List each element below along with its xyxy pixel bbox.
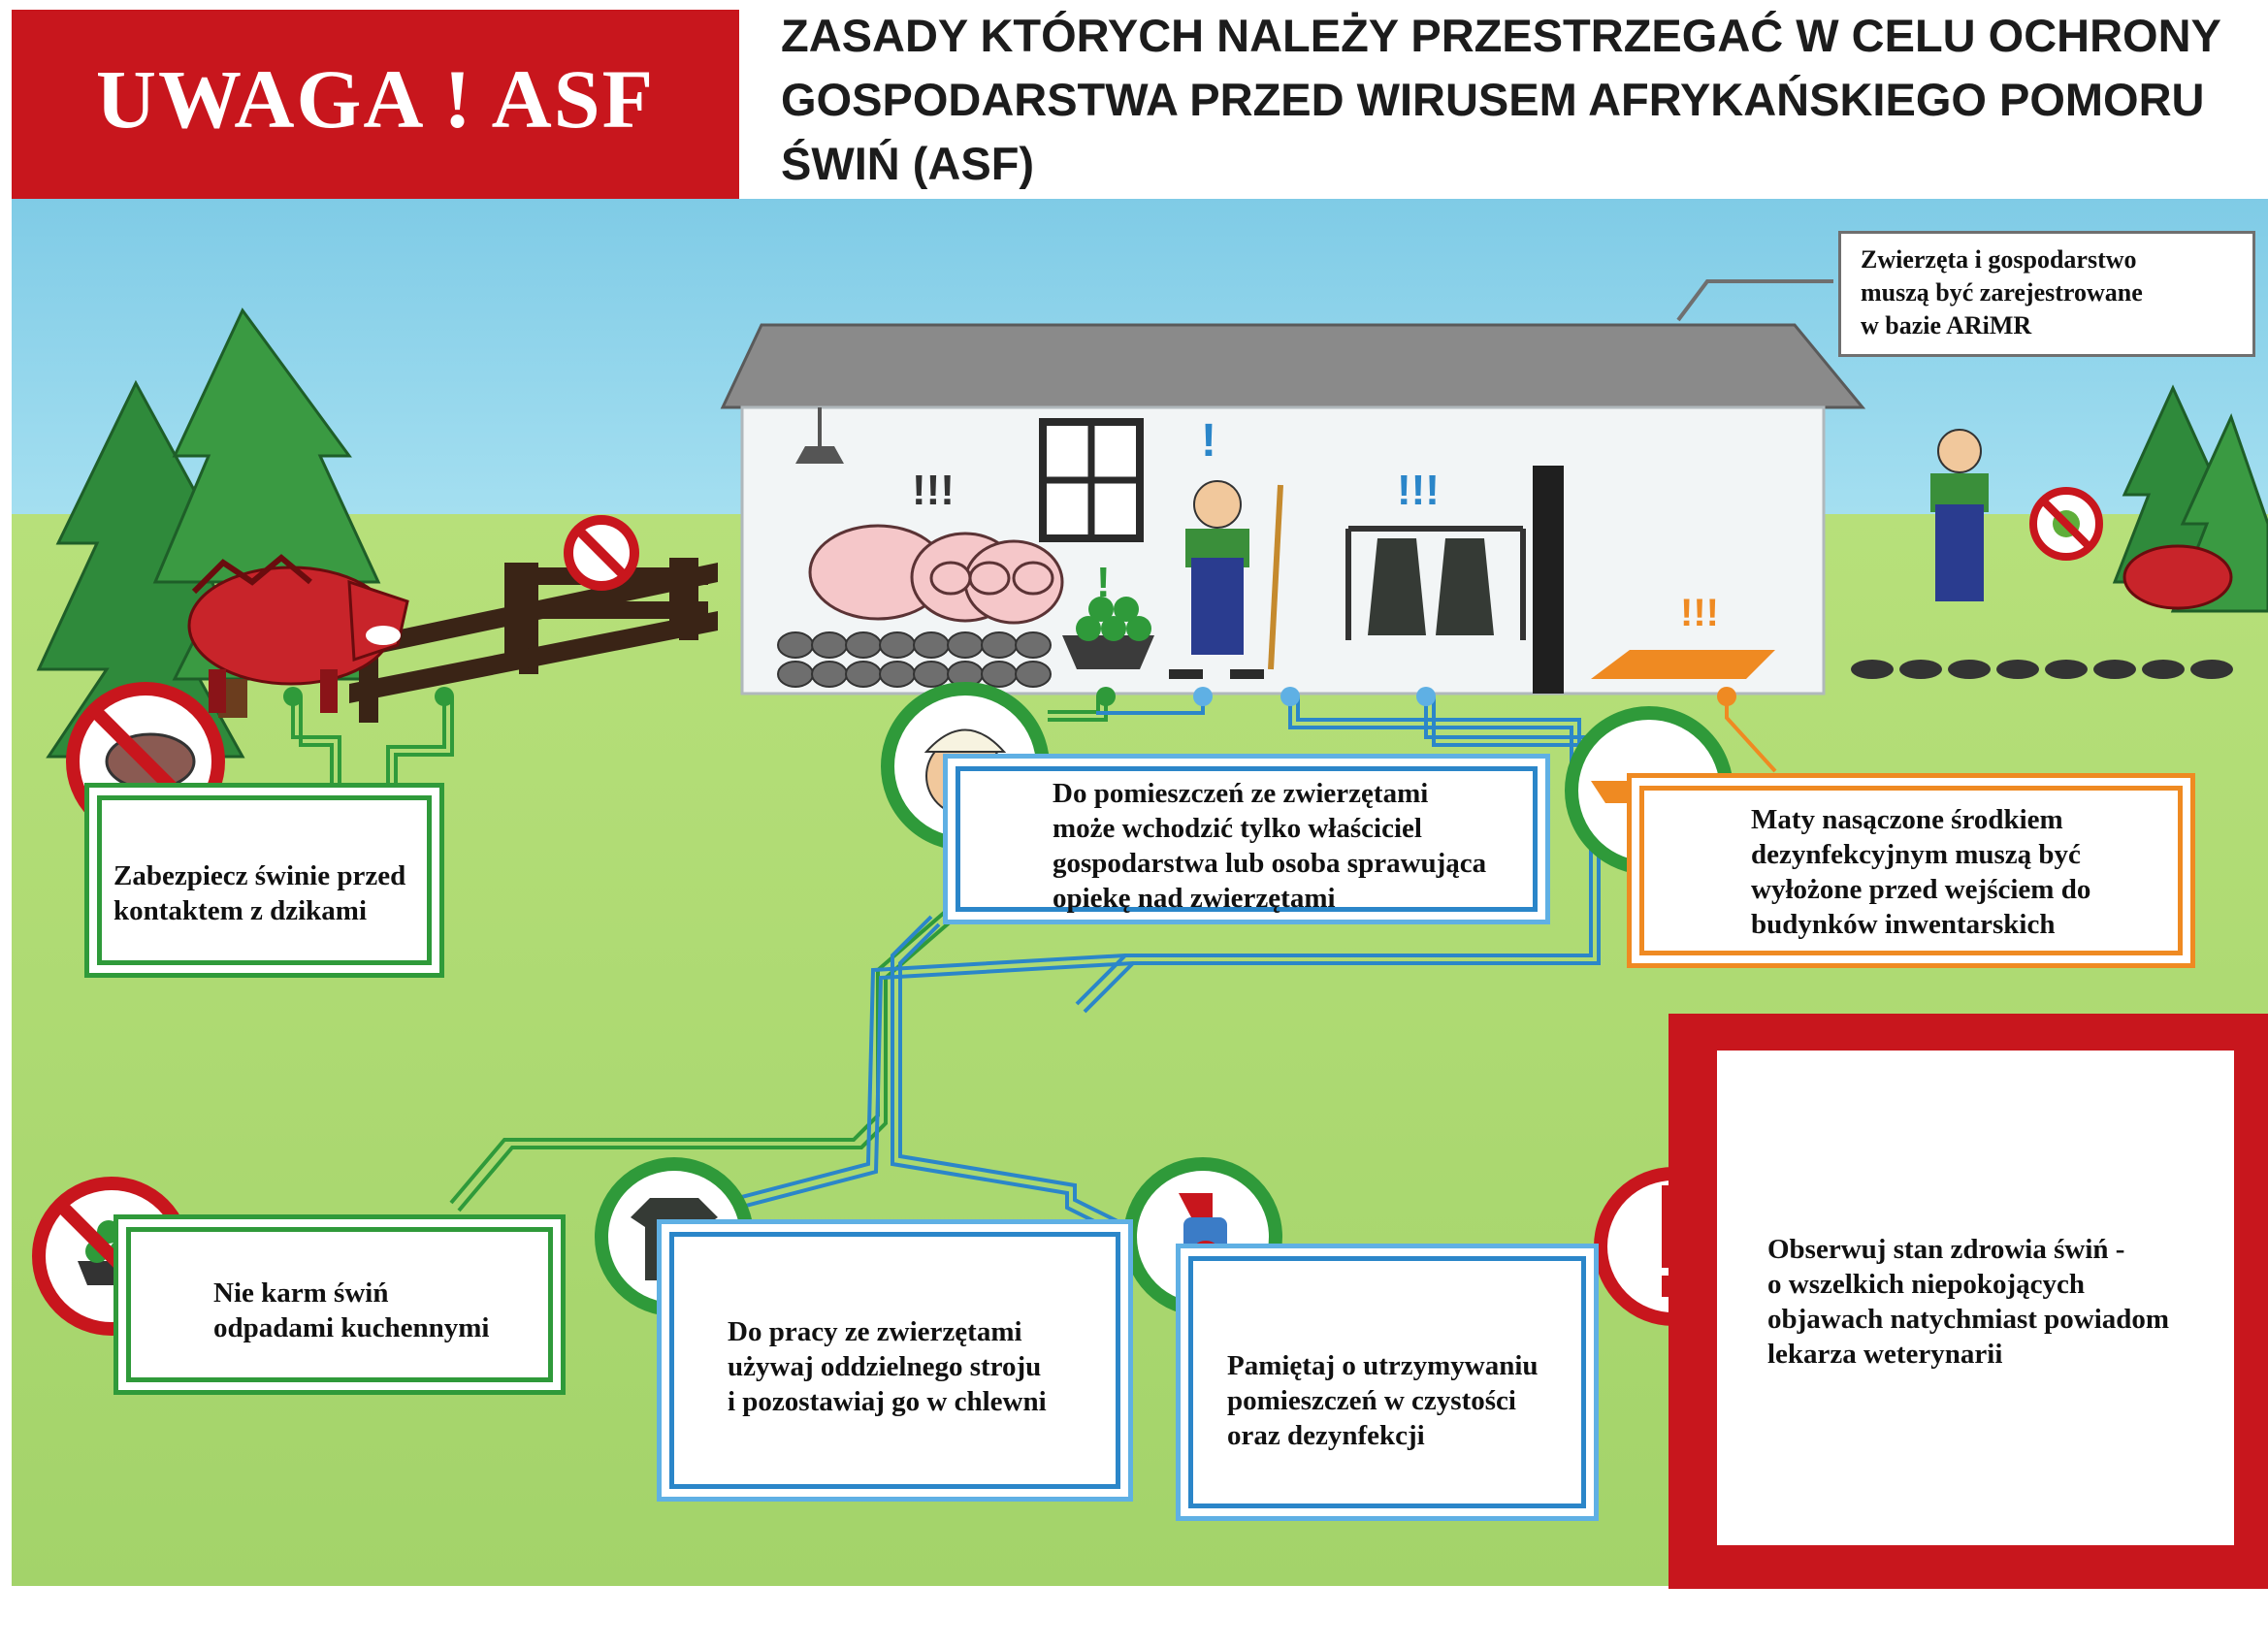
feed-bowl — [1062, 597, 1154, 669]
exclaim-bowl: ! — [1096, 559, 1111, 606]
rule-cleaning-line-1: Pamiętaj o utrzymywaniu — [1227, 1350, 1539, 1381]
stones-right — [1851, 660, 2233, 679]
rule-health-line-4: lekarza weterynarii — [1767, 1339, 2003, 1370]
farmer-figure — [1169, 480, 1283, 679]
page-title-line-2: GOSPODARSTWA PRZED WIRUSEM AFRYKAŃSKIEGO… — [781, 74, 2205, 125]
rule-kitchen-line-1: Nie karm świń — [213, 1277, 389, 1309]
disinfection-mat — [1591, 650, 1775, 679]
rule-clothes-line-1: Do pracy ze zwierzętami — [728, 1316, 1022, 1347]
rule-kitchen-line-2: odpadami kuchennymi — [213, 1312, 490, 1343]
no-virus-icon — [2029, 487, 2103, 561]
rule-health-panel — [1717, 1051, 2234, 1545]
rule-health-line-1: Obserwuj stan zdrowia świń - — [1767, 1234, 2125, 1265]
page-title-line-1: ZASADY KTÓRYCH NALEŻY PRZESTRZEGAĆ W CEL… — [781, 10, 2221, 61]
exclaim-pigs: !!! — [912, 467, 955, 514]
rule-owner-line-4: opiekę nad zwierzętami — [1053, 883, 1336, 914]
rule-clothes-line-3: i pozostawiaj go w chlewni — [728, 1386, 1047, 1417]
exclaim-clothes: !!! — [1397, 467, 1440, 514]
rule-mats-line-4: budynków inwentarskich — [1751, 909, 2056, 940]
rule-mats: Maty nasączone środkiem dezynfekcyjnym m… — [1639, 786, 2183, 955]
boar-right — [2122, 544, 2233, 610]
rule-mats-line-2: dezynfekcyjnym muszą być — [1751, 839, 2081, 870]
no-entry-icon — [564, 515, 639, 591]
rule-cleaning-line-2: pomieszczeń w czystości — [1227, 1385, 1516, 1416]
rule-clothes: Do pracy ze zwierzętami używaj oddzielne… — [669, 1232, 1120, 1489]
rule-health-line-2: o wszelkich niepokojących — [1767, 1269, 2086, 1300]
rule-cleaning-line-3: oraz dezynfekcji — [1227, 1420, 1425, 1451]
rule-clothes-line-2: używaj oddzielnego stroju — [728, 1351, 1042, 1382]
rule-health-line-3: objawach natychmiast powiadom — [1767, 1304, 2170, 1335]
rule-health: Obserwuj stan zdrowia świń - o wszelkich… — [1767, 1232, 2252, 1397]
rule-mats-line-3: wyłożone przed wejściem do — [1751, 874, 2091, 905]
rule-owner: Do pomieszczeń ze zwierzętami może wchod… — [956, 766, 1538, 914]
page-title-line-3: ŚWIŃ (ASF) — [781, 138, 1035, 189]
registration-line-3: w bazie ARiMR — [1861, 311, 2032, 340]
alert-banner: UWAGA ! ASF — [12, 10, 739, 199]
rule-boars-line-1: Zabezpiecz świnie przed — [113, 860, 406, 891]
rule-boars: Zabezpiecz świnie przed kontaktem z dzik… — [97, 795, 432, 965]
registration-note: Zwierzęta i gospodarstwo muszą być zarej… — [1838, 231, 2255, 357]
pigs — [808, 524, 1064, 625]
registration-line-1: Zwierzęta i gospodarstwo — [1861, 245, 2137, 274]
rule-owner-line-2: może wchodzić tylko właściciel — [1053, 813, 1422, 844]
rule-mats-line-1: Maty nasączone środkiem — [1751, 804, 2063, 835]
exclaim-farmer: ! — [1201, 415, 1216, 467]
connector-dots — [283, 687, 1736, 706]
rule-cleaning: Pamiętaj o utrzymywaniu pomieszczeń w cz… — [1188, 1256, 1586, 1508]
rule-boars-line-2: kontaktem z dzikami — [113, 895, 367, 926]
clothes-rack — [1345, 526, 1526, 640]
page-title: ZASADY KTÓRYCH NALEŻY PRZESTRZEGAĆ W CEL… — [781, 4, 2236, 196]
rule-owner-line-1: Do pomieszczeń ze zwierzętami — [1053, 778, 1429, 809]
stones — [777, 631, 1052, 688]
rule-health-frame — [1669, 1014, 2268, 1589]
rule-owner-line-3: gospodarstwa lub osoba sprawująca — [1053, 848, 1487, 879]
alert-banner-text: UWAGA ! ASF — [95, 52, 656, 146]
farmer-right — [1930, 429, 1989, 601]
rule-kitchen: Nie karm świń odpadami kuchennymi — [126, 1227, 553, 1382]
registration-pointer — [1676, 279, 1833, 322]
registration-line-2: muszą być zarejestrowane — [1861, 278, 2143, 307]
boar-icon — [187, 554, 409, 713]
exclaim-mat: !!! — [1680, 592, 1719, 634]
